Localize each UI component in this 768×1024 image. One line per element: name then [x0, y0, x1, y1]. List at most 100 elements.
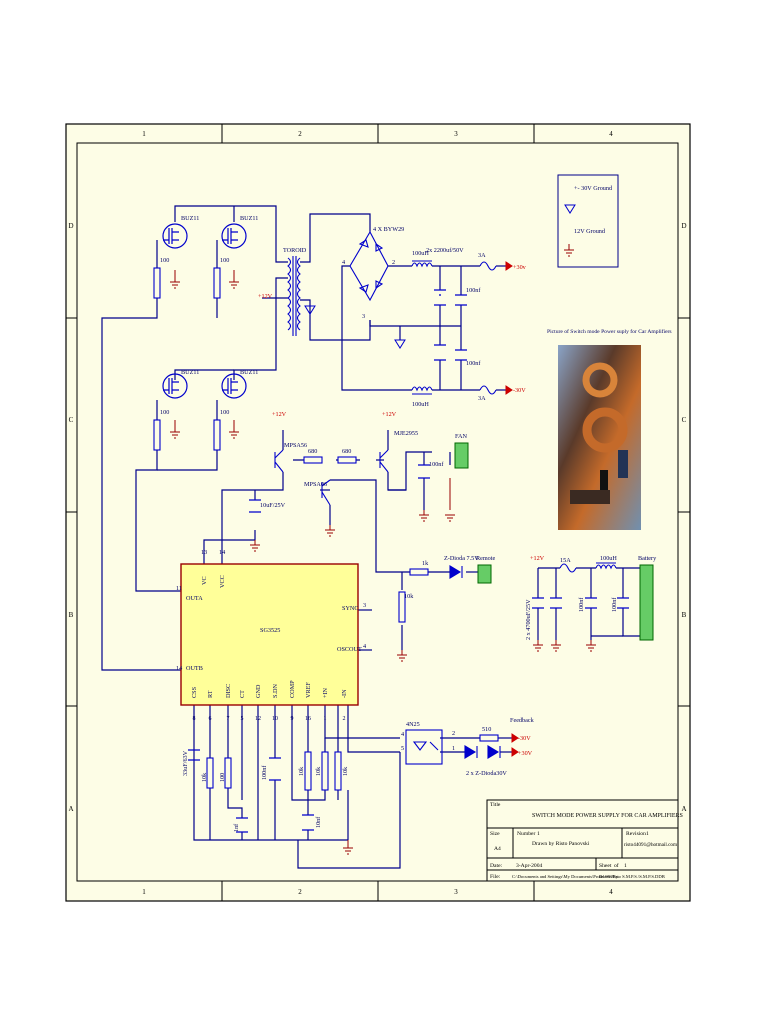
date-value: 3-Apr-2004	[516, 863, 543, 869]
ic-pin-in-minus: -IN	[341, 689, 348, 698]
resistor-r2	[213, 267, 221, 299]
label-r10k-a: 10k	[201, 772, 208, 782]
label-nf-top: 100nf	[466, 287, 481, 294]
row-label-d-right: D	[681, 222, 686, 230]
label-ind-bot: 100uH	[412, 401, 429, 408]
optocoupler	[405, 729, 443, 765]
resistor-ic-1	[206, 757, 214, 789]
label-vc: VC	[201, 576, 208, 585]
resistor-ic-4	[321, 751, 329, 791]
mosfet-q4	[221, 373, 247, 399]
row-label-a-right: A	[681, 805, 686, 813]
ic-pin-comp: COMP	[289, 680, 296, 698]
label-vcc: VCC	[219, 575, 226, 588]
label-bridge: 4 X BYW29	[373, 226, 404, 233]
resistor-680-2	[337, 456, 357, 464]
label-ind-top: 100uH	[412, 250, 429, 257]
label-opto-pin4: 4	[401, 731, 404, 738]
label-out-p30: +30v	[513, 264, 527, 271]
row-label-b: B	[69, 611, 74, 619]
ground-symbols	[170, 244, 596, 855]
resistor-ic-5	[334, 751, 342, 791]
ic-pin-sdn: S.DN	[272, 684, 279, 698]
label-r10k-e: 10k	[342, 766, 349, 776]
label-remote: Remote	[476, 555, 495, 562]
mosfet-group	[162, 223, 247, 399]
ic-pin-num-1: 1	[324, 716, 327, 722]
resistor-510	[479, 734, 499, 742]
label-pin11: 11	[176, 585, 182, 592]
ic-pin-in-plus: +IN	[322, 687, 329, 698]
resistor-r4	[213, 419, 221, 451]
label-zener2: 2 x Z-Dioda30V	[466, 770, 507, 777]
label-fb-p30: +30V	[518, 750, 533, 757]
label-r680-1: 680	[308, 448, 317, 455]
label-p12v-batt: +12V	[530, 555, 545, 562]
label-ic-name: SG3525	[260, 627, 280, 634]
label-pin3: 3	[363, 602, 366, 609]
resistor-680-1	[303, 456, 323, 464]
ic-pin-num-9: 9	[291, 716, 294, 722]
diodes	[449, 565, 501, 759]
label-opto: 4N25	[406, 721, 420, 728]
label-cap-1nf: 1nf	[233, 823, 240, 832]
fan-connector	[454, 442, 469, 469]
ic-pin-num-6: 6	[209, 716, 212, 722]
title-label: Title	[490, 802, 501, 808]
revision-value: 1	[646, 831, 649, 837]
toroid-transformer	[287, 256, 301, 336]
label-feedback: Feedback	[510, 717, 535, 724]
label-cap-10uf: 10uF/25V	[260, 502, 286, 509]
label-nf-batt-1: 100nf	[578, 597, 585, 612]
sheet-label: Sheet	[599, 863, 612, 869]
label-r10k-b: 100	[219, 773, 226, 782]
label-fan-cap: 100nf	[429, 461, 444, 468]
row-label-b-right: B	[682, 611, 687, 619]
label-sync: SYNC	[342, 605, 359, 612]
remote-connector	[477, 564, 492, 584]
label-fan: FAN	[455, 433, 467, 440]
resistors	[153, 267, 499, 791]
resistor-ic-3	[304, 751, 312, 791]
capacitors	[188, 289, 629, 833]
mosfet-q2	[221, 223, 247, 249]
ic-sg3525	[180, 563, 359, 706]
label-fuse-bot: 3A	[478, 395, 486, 402]
label-r680-2: 680	[342, 448, 351, 455]
date-label: Date:	[490, 863, 503, 869]
title-block	[486, 799, 679, 882]
ic-pin-rt: RT	[207, 690, 214, 698]
label-pin13: 13	[201, 549, 207, 556]
label-r510: 510	[482, 726, 491, 733]
row-label-c: C	[69, 416, 74, 424]
label-p12v-toroid: +12V	[258, 293, 273, 300]
ic-pin-num-10: 10	[272, 716, 278, 722]
label-opto-pin5: 5	[401, 745, 404, 752]
col-label-1: 1	[142, 130, 146, 138]
ic-pin-num-5: 5	[241, 716, 244, 722]
label-cap-10nf: 10nf	[315, 816, 322, 828]
label-pin14-vcc: 14	[219, 549, 225, 556]
label-pin14: 14	[176, 665, 182, 672]
bridge-rectifier	[349, 230, 389, 302]
photo-area	[558, 345, 641, 530]
label-ground-30v: +- 30V Ground	[574, 185, 613, 192]
file-value: C:\Documents and Settings\My Documents\P…	[512, 874, 665, 879]
label-toroid: TOROID	[283, 247, 307, 254]
label-nf-bot: 100nf	[466, 360, 481, 367]
wires	[101, 205, 640, 869]
label-r10k-d: 10k	[315, 766, 322, 776]
label-opto-pin2: 2	[452, 730, 455, 737]
label-r100-1: 100	[160, 257, 169, 264]
label-outb: OUTB	[186, 665, 203, 672]
label-cap-100nf-v: 100nf	[261, 765, 268, 780]
number-label: Number	[517, 831, 535, 837]
label-caps-top: 2x 2200uf/50V	[426, 247, 464, 254]
row-label-a: A	[68, 805, 73, 813]
size-value: A4	[494, 846, 501, 852]
ic-pin-num-8: 8	[193, 716, 196, 722]
file-label: File:	[490, 874, 501, 880]
label-buz-2: BUZ11	[240, 215, 258, 222]
label-battery: Battery	[638, 555, 657, 562]
